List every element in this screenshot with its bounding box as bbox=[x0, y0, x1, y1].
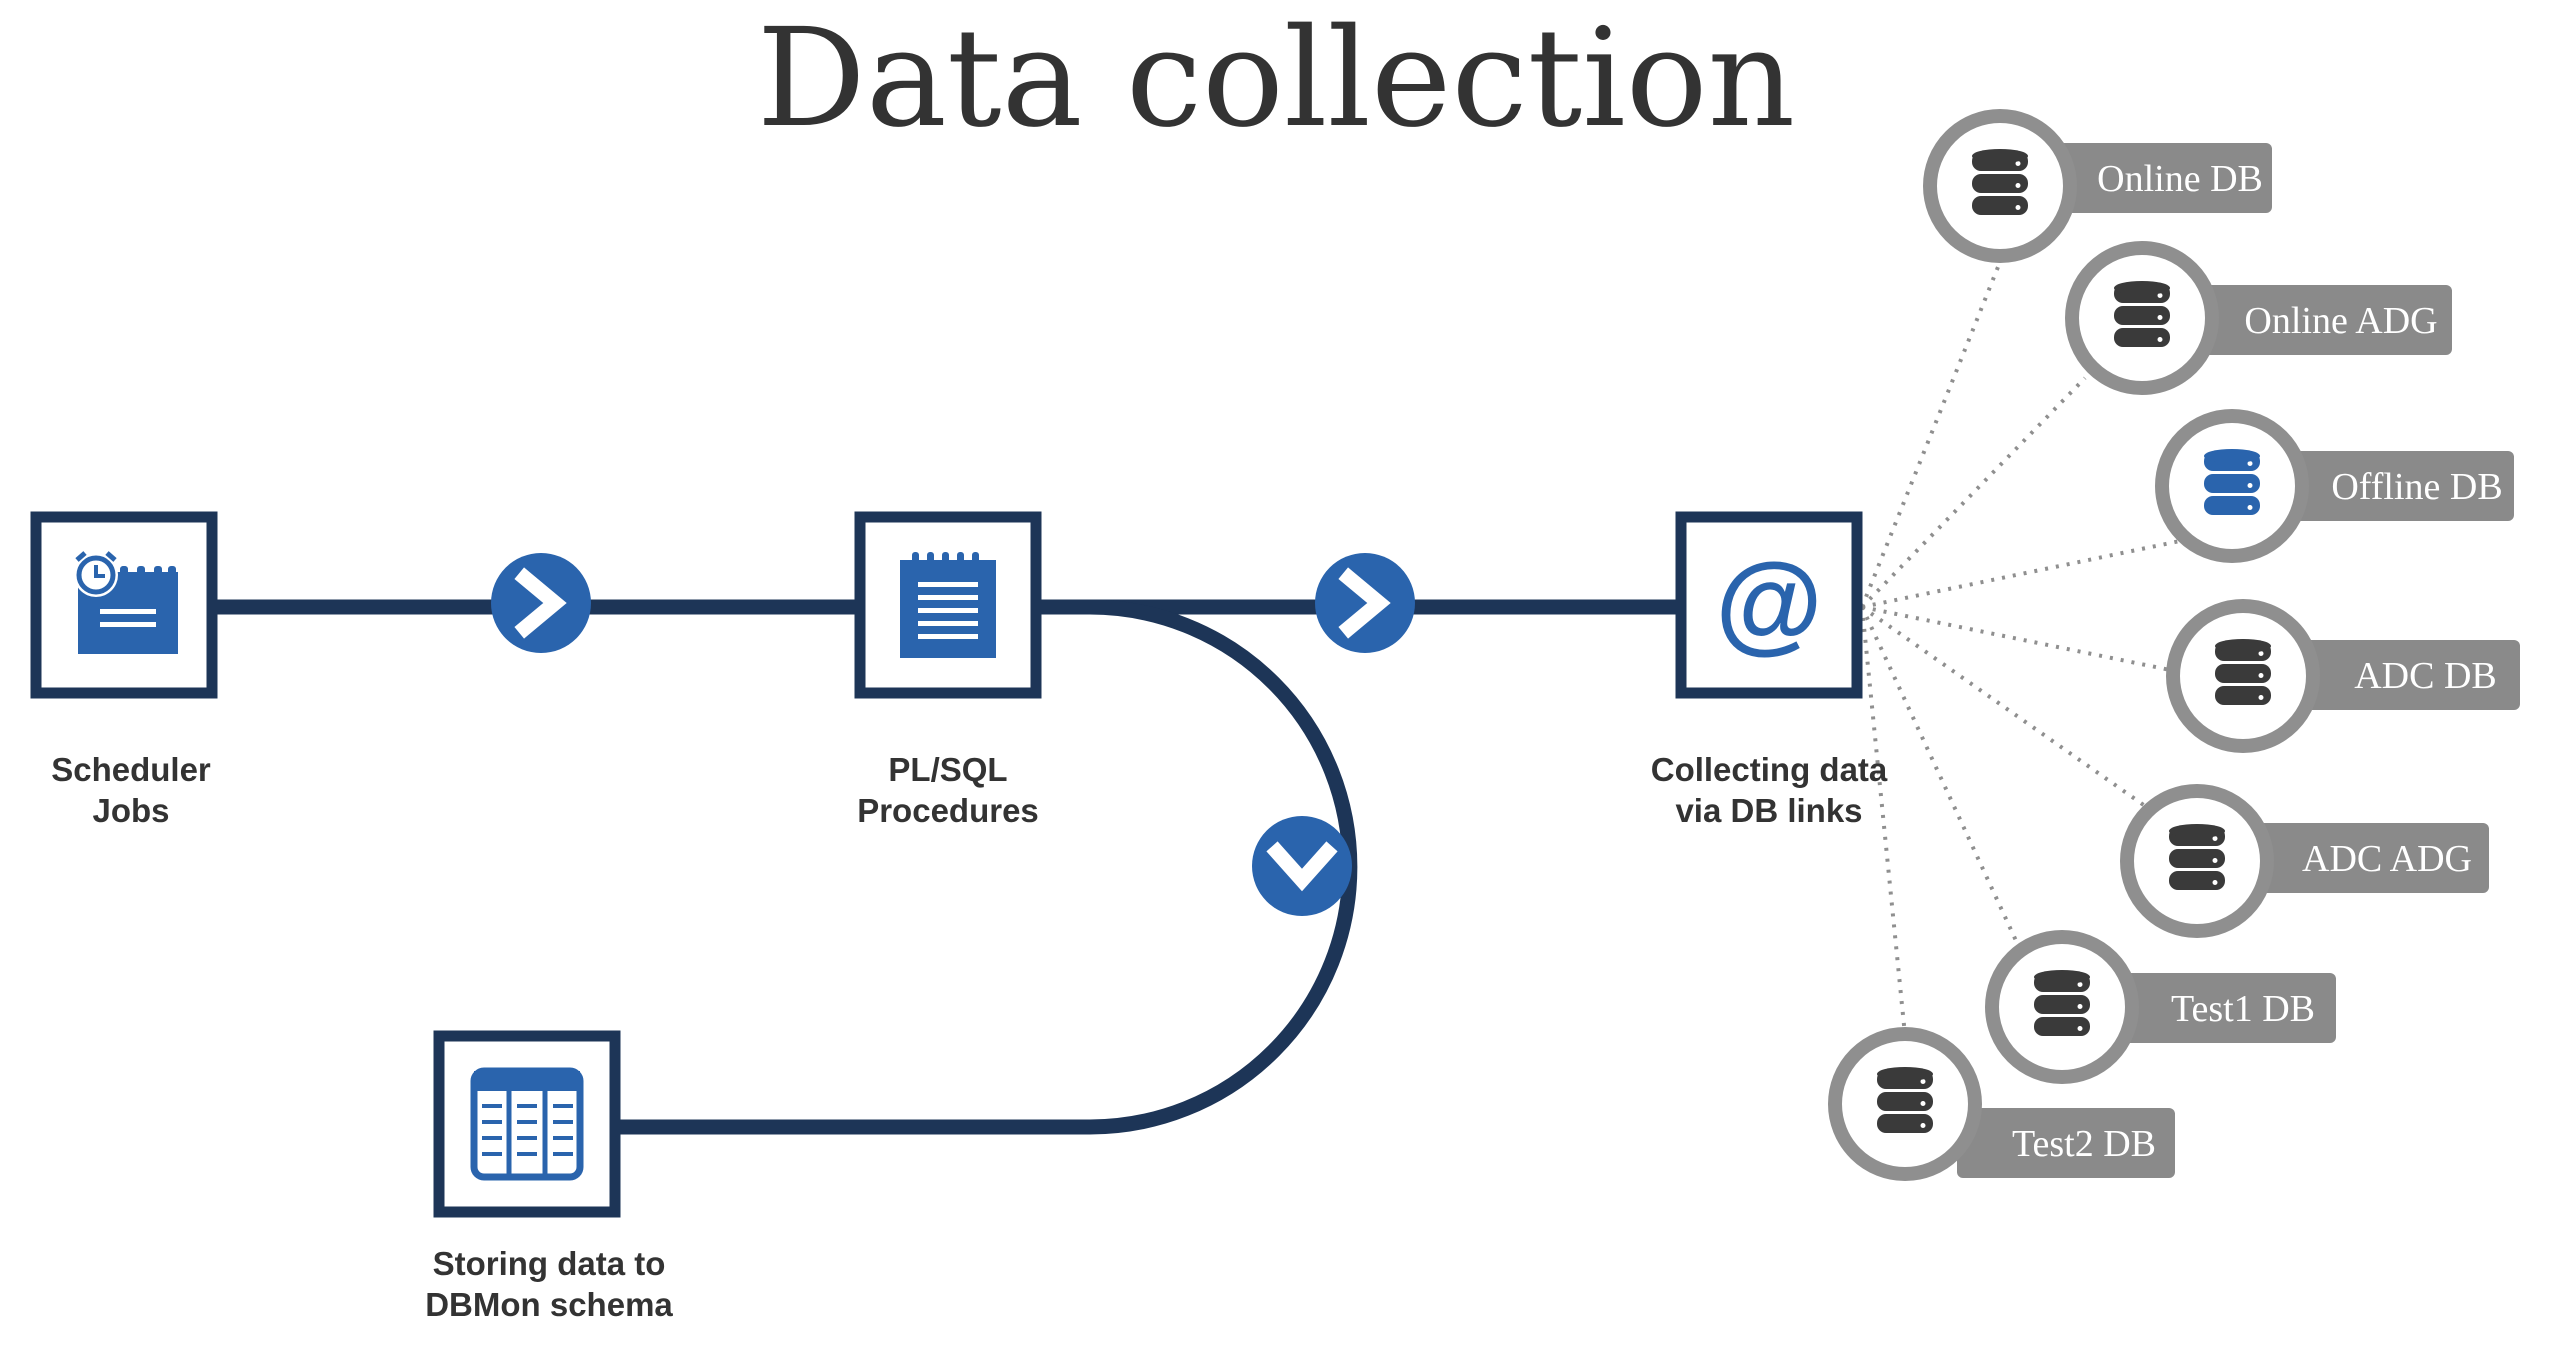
node-scheduler-jobs: Scheduler Jobs bbox=[30, 511, 218, 829]
database-icon bbox=[2169, 824, 2225, 890]
db-link-adc-adg bbox=[1860, 605, 2147, 808]
db-node-online-adg: Online ADG bbox=[2065, 241, 2452, 395]
db-label-box bbox=[2249, 823, 2489, 893]
connector-plsql-storing bbox=[1252, 816, 1352, 916]
db-label-box bbox=[2052, 143, 2272, 213]
db-link-offline-db bbox=[1861, 539, 2181, 609]
notepad-icon bbox=[900, 552, 996, 658]
node-plsql-procedures: PL/SQL Procedures bbox=[854, 511, 1042, 829]
db-label: Online ADG bbox=[2244, 300, 2437, 342]
node-label-line: DBMon schema bbox=[425, 1286, 673, 1323]
db-node-test1-db: Test1 DB bbox=[1985, 930, 2336, 1084]
node-label-line: Scheduler bbox=[51, 751, 211, 788]
db-node-adc-adg: ADC ADG bbox=[2120, 784, 2489, 938]
node-label-line: Procedures bbox=[857, 792, 1039, 829]
node-label-line: Storing data to bbox=[433, 1245, 666, 1282]
table-icon bbox=[470, 1067, 584, 1181]
database-icon bbox=[1877, 1067, 1933, 1133]
node-label-line: via DB links bbox=[1675, 792, 1862, 829]
node-storing-data: Storing data to DBMon schema bbox=[425, 1030, 673, 1323]
node-label-line: Collecting data bbox=[1651, 751, 1888, 788]
db-label: Offline DB bbox=[2331, 466, 2502, 508]
db-label: Online DB bbox=[2097, 158, 2263, 200]
db-label-box bbox=[2194, 285, 2452, 355]
node-box bbox=[1675, 511, 1863, 699]
db-node-online-db: Online DB bbox=[1923, 109, 2272, 263]
db-label-box bbox=[2284, 451, 2514, 521]
db-link-test1-db bbox=[1860, 606, 2020, 946]
db-link-online-adg bbox=[1860, 376, 2087, 609]
db-node-offline-db: Offline DB bbox=[2155, 409, 2514, 563]
db-label-box bbox=[2295, 640, 2520, 710]
chevron-right-icon bbox=[514, 567, 567, 639]
connector-plsql-collect bbox=[1315, 553, 1415, 653]
connector-scheduler-plsql bbox=[491, 553, 591, 653]
at-sign-icon: @ bbox=[1715, 541, 1822, 664]
node-collecting-data: @ Collecting data via DB links bbox=[1651, 511, 1888, 829]
chevron-down-icon bbox=[1266, 841, 1338, 892]
calendar-clock-icon bbox=[74, 551, 178, 654]
database-icon bbox=[2204, 449, 2260, 515]
db-label: ADC ADG bbox=[2302, 838, 2472, 880]
db-label: ADC DB bbox=[2354, 655, 2497, 697]
database-icon bbox=[2114, 281, 2170, 347]
db-link-online-db bbox=[1860, 261, 2002, 608]
chevron-right-icon bbox=[1338, 567, 1391, 639]
database-icon bbox=[1972, 149, 2028, 215]
database-nodes: Online DB Online ADG Offline DB ADC DB ADC A… bbox=[1828, 109, 2520, 1181]
diagram-title: Data collection bbox=[757, 0, 1795, 158]
db-link-test2-db bbox=[1860, 606, 1907, 1036]
database-icon bbox=[2034, 970, 2090, 1036]
db-label: Test1 DB bbox=[2171, 988, 2315, 1030]
db-link-lines bbox=[1860, 261, 2181, 1036]
db-label: Test2 DB bbox=[2012, 1123, 2156, 1165]
node-label-line: PL/SQL bbox=[888, 751, 1007, 788]
database-icon bbox=[2215, 639, 2271, 705]
db-label-box bbox=[1957, 1108, 2175, 1178]
node-label-line: Jobs bbox=[92, 792, 169, 829]
db-label-box bbox=[2114, 973, 2336, 1043]
db-node-adc-db: ADC DB bbox=[2166, 599, 2520, 753]
db-node-test2-db: Test2 DB bbox=[1828, 1027, 2175, 1181]
